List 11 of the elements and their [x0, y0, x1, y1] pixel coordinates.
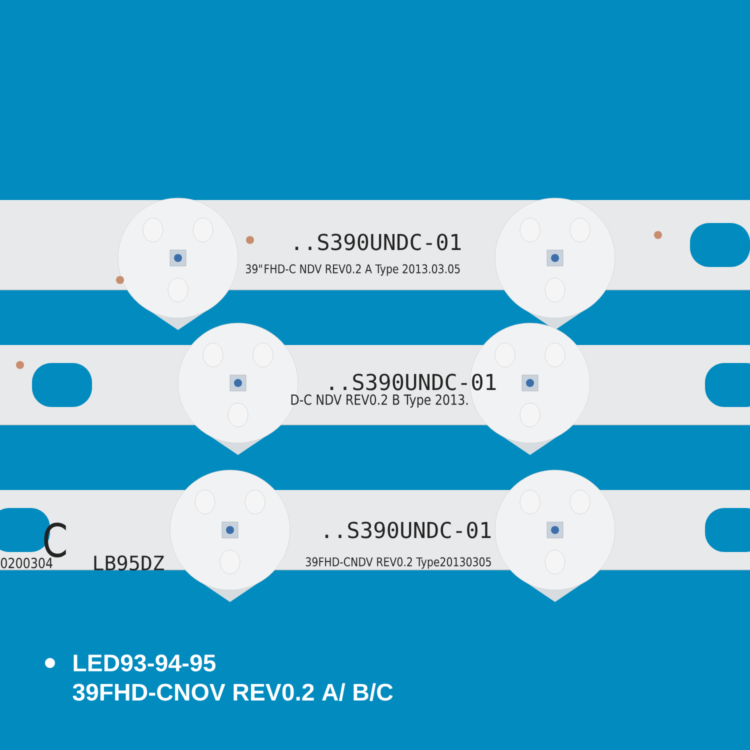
label-text: LB95DZ — [94, 555, 164, 571]
label-text: 39"FHD-C NDV REV0.2 A Type 2013.03.05 — [246, 264, 460, 276]
label-text: ..S390UNDC-01 — [295, 234, 461, 250]
label-text: LED93-94-95 — [74, 654, 216, 672]
label-text: 39FHD-CNDV REV0.2 Type20130305 — [306, 557, 491, 569]
label-text: C — [44, 522, 66, 558]
label-text: 39FHD-CNOV REV0.2 A/ B/C — [72, 683, 393, 701]
label-text: 0200304 — [0, 558, 52, 568]
label-text: D-C NDV REV0.2 B Type 2013. — [291, 394, 468, 408]
label-text: ..S390UNDC-01 — [330, 374, 496, 390]
label-text: ..S390UNDC-01 — [325, 522, 491, 538]
